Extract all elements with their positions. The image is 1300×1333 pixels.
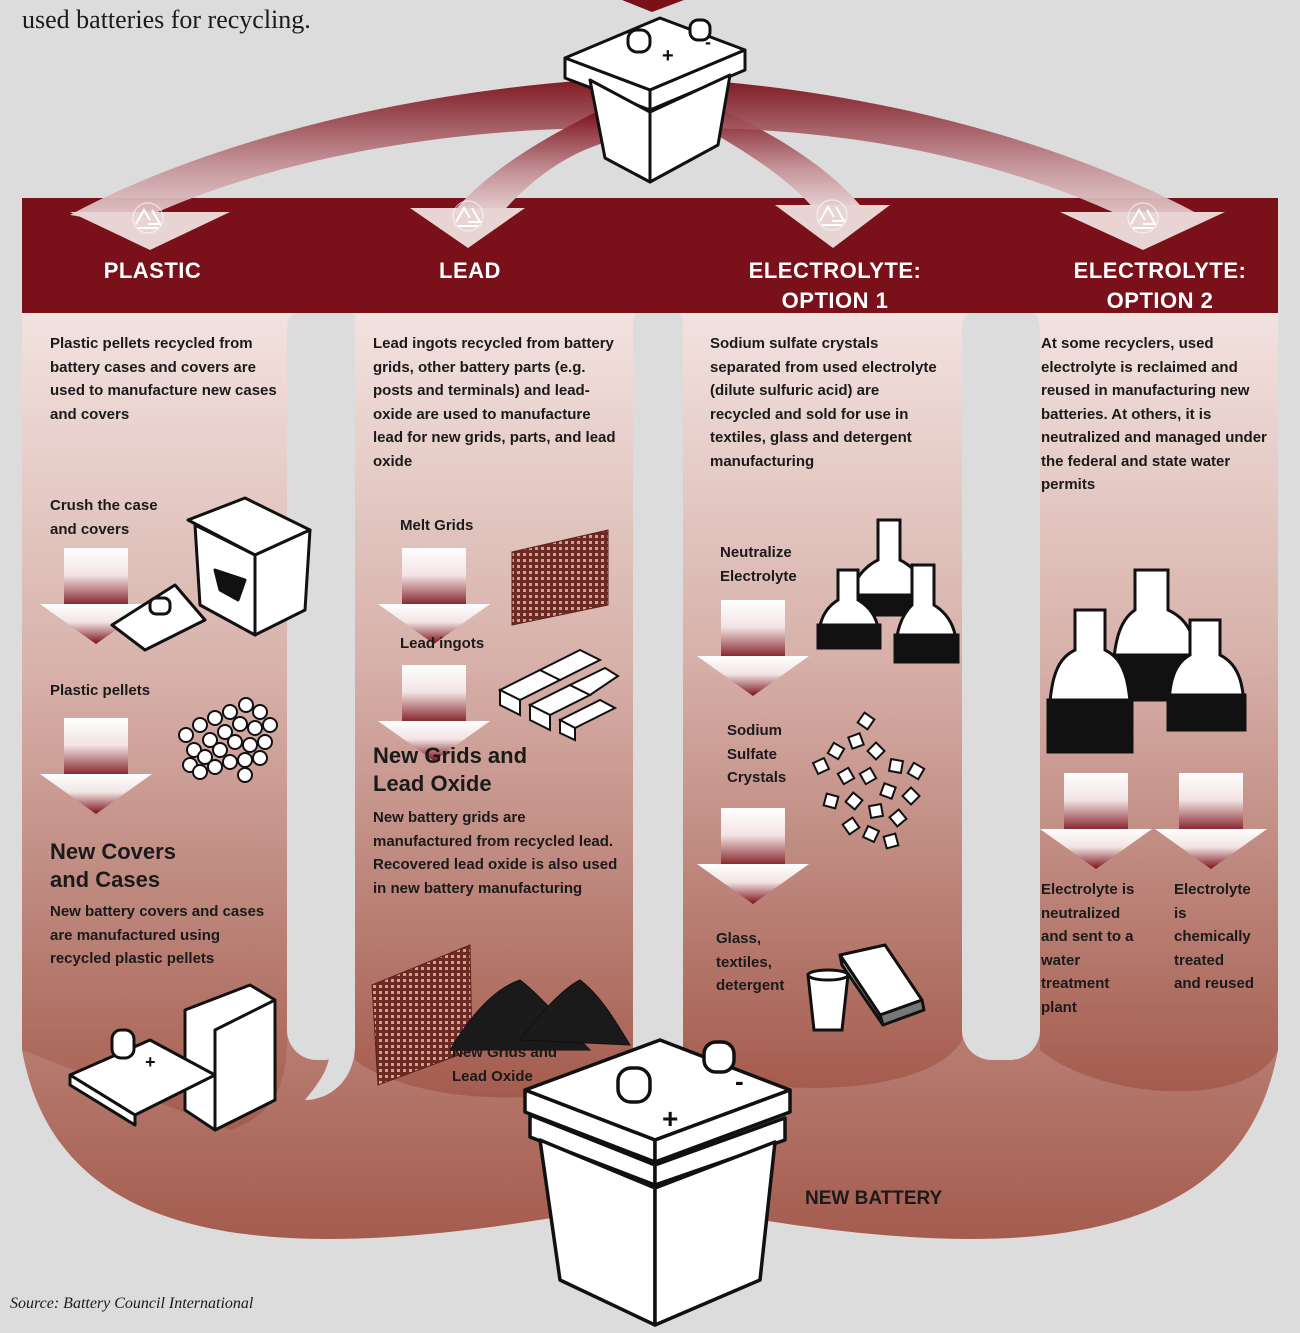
electrolyte1-step-crystals: Sodium Sulfate Crystals <box>727 722 787 786</box>
lead-description: Lead ingots recycled from battery grids,… <box>373 335 616 470</box>
flask-icon <box>1046 568 1247 754</box>
lead-bottom-label: New Grids and Lead Oxide <box>452 1044 558 1085</box>
ingot-icon <box>497 648 620 742</box>
flask-icon <box>816 518 960 664</box>
book-icon <box>838 943 926 1027</box>
svg-text:+: + <box>662 1103 678 1134</box>
electrolyte1-description: Sodium sulfate crystals separated from u… <box>710 335 937 470</box>
electrolyte2-description: At some recyclers, used electrolyte is r… <box>1041 335 1267 493</box>
pellets-icon <box>178 697 278 783</box>
plastic-result-title: New Covers and Cases <box>50 839 176 892</box>
header-electrolyte-2: ELECTROLYTE: OPTION 2 <box>1073 258 1247 313</box>
battery-icon: + - <box>523 1038 792 1327</box>
intro-text: used batteries for recycling. <box>22 5 311 34</box>
svg-text:-: - <box>735 1066 744 1096</box>
plastic-result-text: New battery covers and cases are manufac… <box>50 903 265 967</box>
svg-text:+: + <box>145 1052 156 1072</box>
electrolyte2-outcome-neutralized: Electrolyte is neutralized and sent to a… <box>1041 881 1135 1016</box>
new-battery-label: NEW BATTERY <box>805 1188 943 1209</box>
header-lead: LEAD <box>439 258 501 283</box>
electrolyte1-step-neutralize: Neutralize Electrolyte <box>720 544 797 585</box>
plastic-step-crush: Crush the case and covers <box>50 497 158 538</box>
electrolyte1-step-products: Glass, textiles, detergent <box>716 930 785 994</box>
new-case-icon: + <box>68 983 277 1132</box>
glass-cup-icon <box>806 968 850 1032</box>
svg-text:+: + <box>662 45 674 67</box>
plastic-description: Plastic pellets recycled from battery ca… <box>50 335 277 423</box>
oxide-pile-icon <box>449 979 631 1051</box>
header-banner <box>22 198 1278 313</box>
crushed-case-icon <box>110 496 312 652</box>
lead-step-ingots: Lead ingots <box>400 635 485 652</box>
lead-result-text: New battery grids are manufactured from … <box>373 809 618 897</box>
crystals-icon <box>811 711 926 850</box>
grid-icon <box>511 529 609 626</box>
plastic-step-pellets: Plastic pellets <box>50 682 151 699</box>
lead-step-melt: Melt Grids <box>400 517 474 534</box>
source-credit: Source: Battery Council International <box>10 1295 254 1312</box>
header-plastic: PLASTIC <box>103 258 202 283</box>
battery-icon: + - <box>563 16 747 184</box>
electrolyte2-outcome-reused: Electrolyte is chemically treated and re… <box>1174 881 1255 992</box>
svg-text:-: - <box>705 32 711 52</box>
header-electrolyte-1: ELECTROLYTE: OPTION 1 <box>748 258 922 313</box>
lead-result-title: New Grids and Lead Oxide <box>373 743 528 796</box>
